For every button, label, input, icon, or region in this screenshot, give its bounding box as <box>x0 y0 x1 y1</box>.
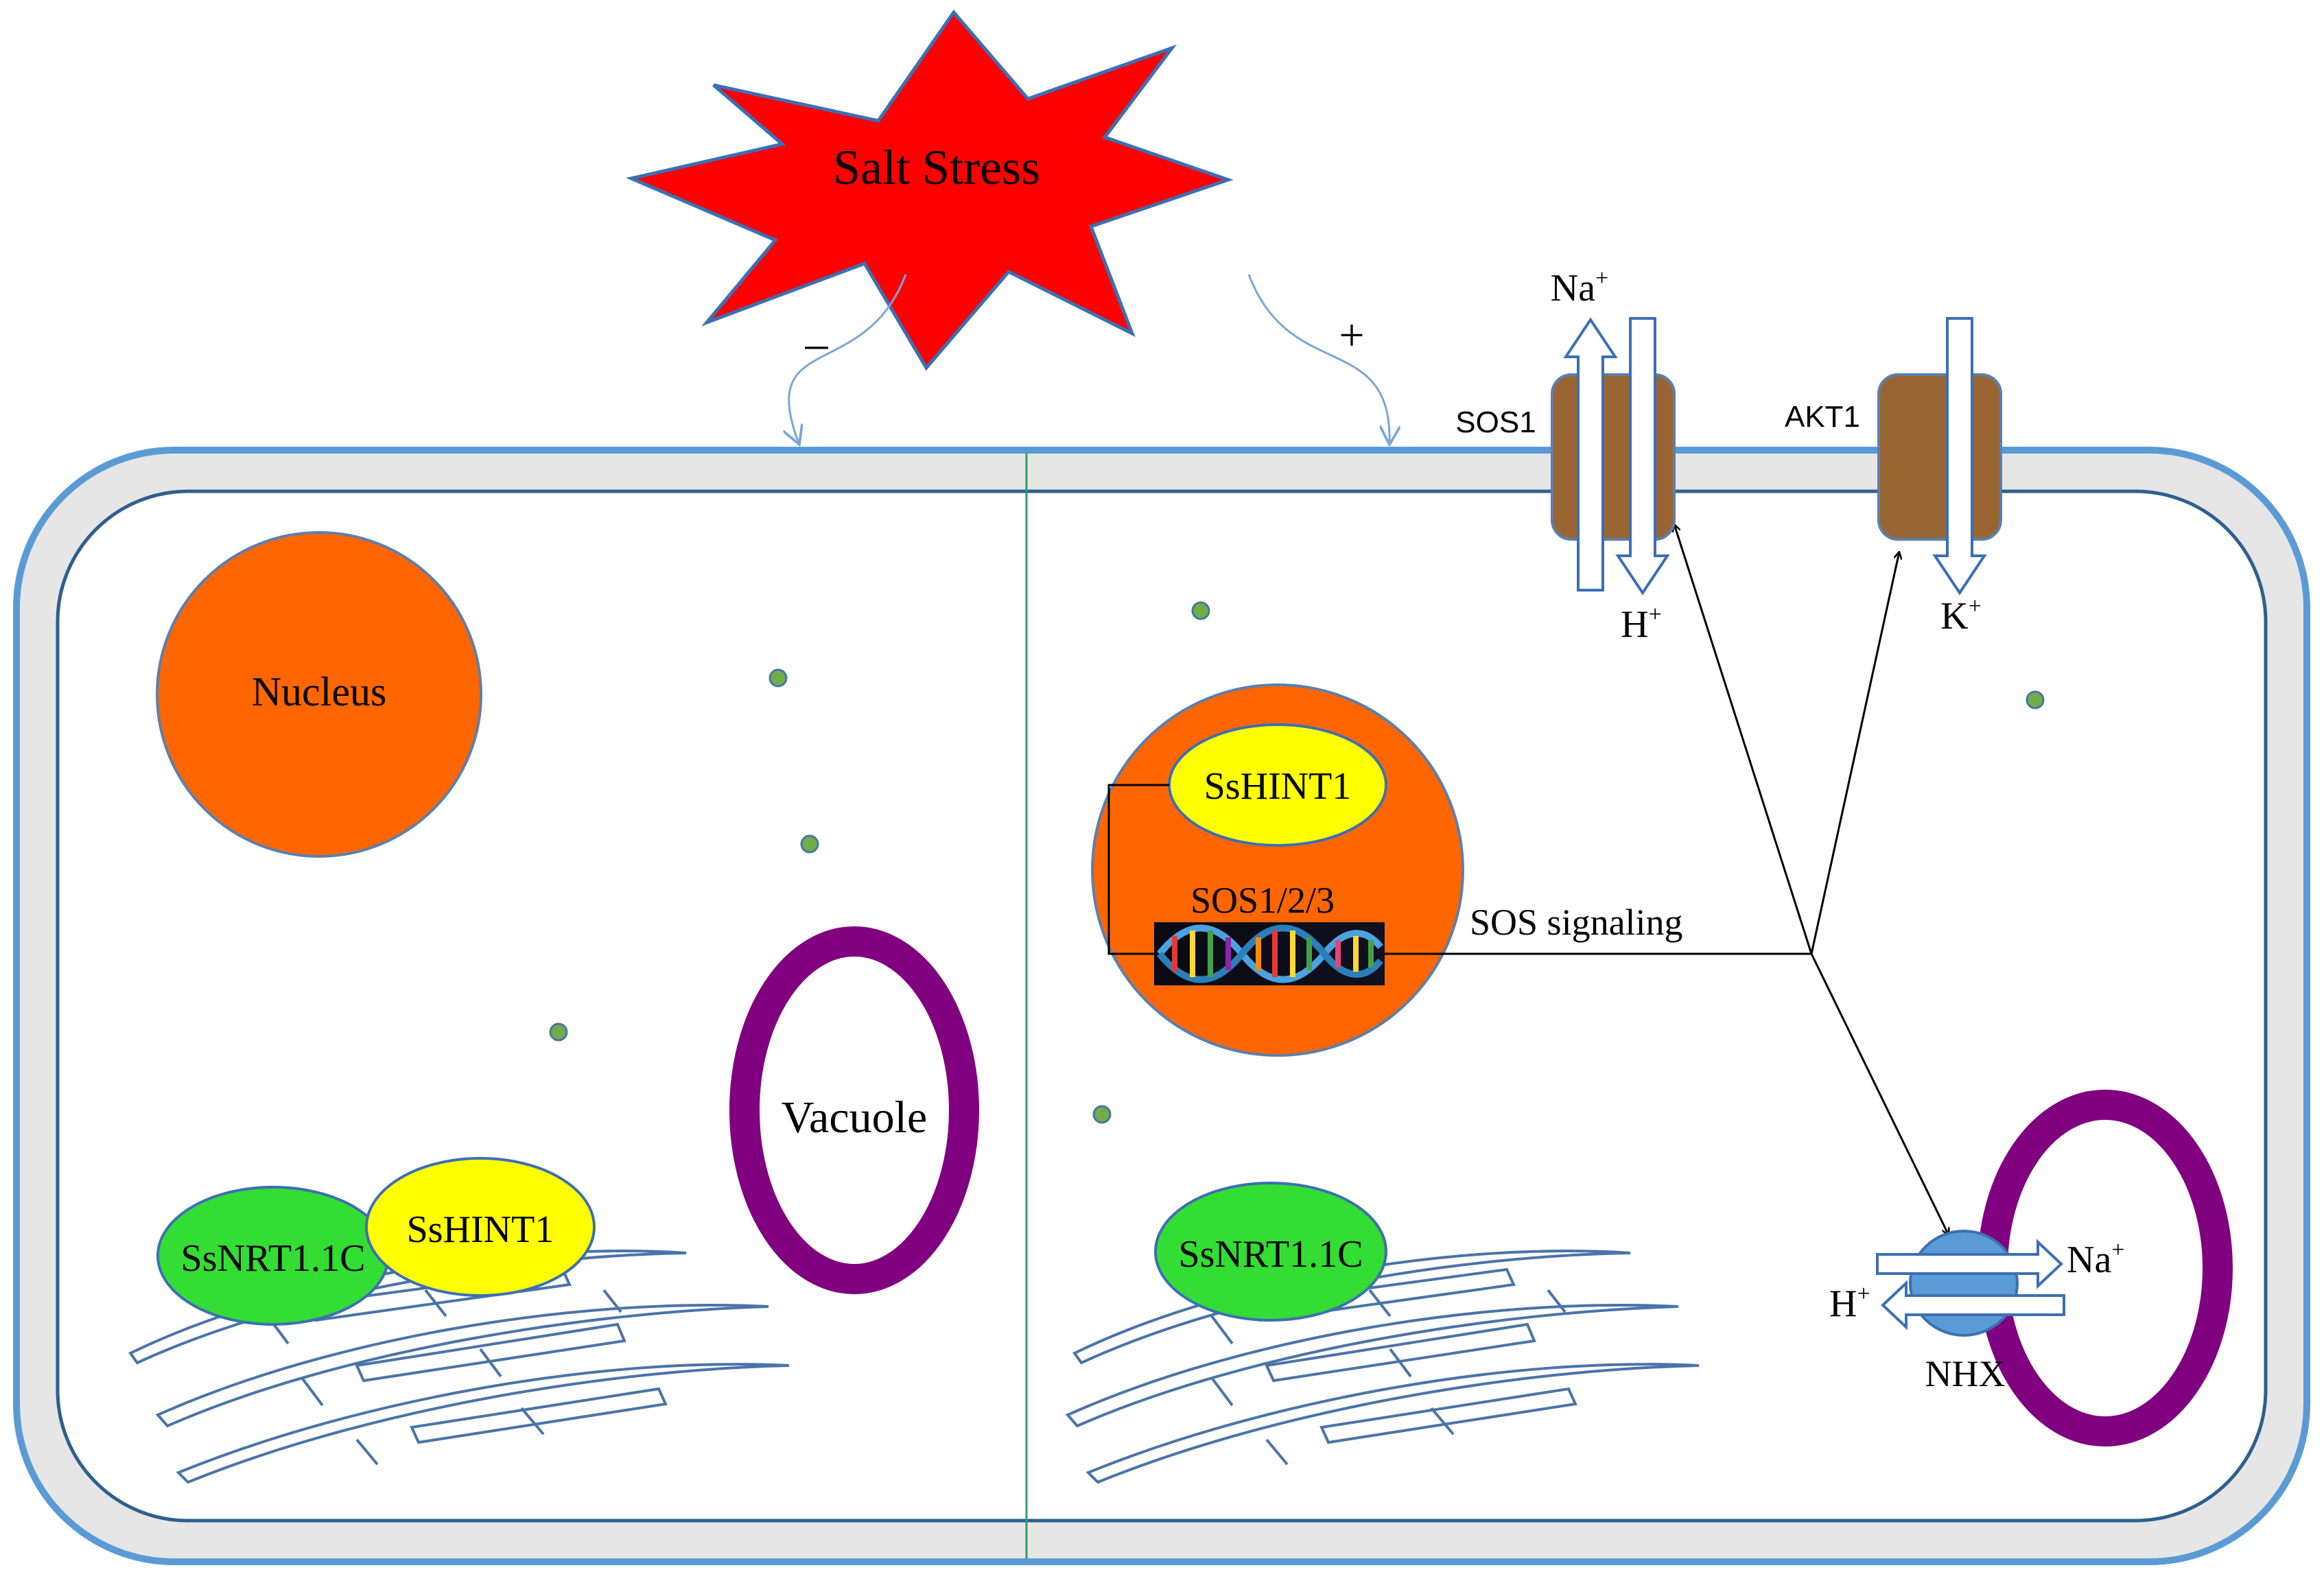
sos-signaling-label: SOS signaling <box>1470 902 1683 943</box>
stress-arrow-left <box>789 274 907 445</box>
sos1-label: SOS1 <box>1455 406 1536 439</box>
vesicle-dot <box>800 834 819 854</box>
sos1-h-label: H+ <box>1621 602 1662 646</box>
signal-arrow-to-akt1 <box>1810 552 1899 955</box>
vesicle-dot <box>549 1022 568 1042</box>
sos1-na-efflux-arrow <box>1563 317 1618 592</box>
akt1-channel <box>1877 373 2002 541</box>
akt1-k-influx-arrow <box>1932 317 1987 596</box>
nhx-h-label: H+ <box>1829 1281 1870 1325</box>
left-sshint-protein <box>365 1157 596 1297</box>
positive-sign: + <box>1339 310 1364 360</box>
vesicle-dots <box>549 601 2045 1124</box>
negative-sign: – <box>805 318 829 368</box>
vesicle-dot <box>1191 601 1210 620</box>
akt1-label: AKT1 <box>1785 400 1860 434</box>
left-vacuole-label: Vacuole <box>782 1092 928 1143</box>
akt1-k-label: K+ <box>1940 594 1982 637</box>
sos1-na-label: Na+ <box>1551 266 1608 309</box>
sos1-h-influx-arrow <box>1615 317 1670 596</box>
hint-binding-line <box>1107 784 1169 955</box>
nhx-antiporter <box>1909 1230 2019 1337</box>
right-ssnrt-protein <box>1154 1182 1387 1322</box>
left-sshint-label: SsHINT1 <box>407 1208 554 1251</box>
nhx-na-arrow <box>1876 1239 2063 1289</box>
left-nucleus <box>156 531 482 858</box>
left-nucleus-label: Nucleus <box>252 669 387 714</box>
signal-arrow-to-sos1 <box>1674 524 1813 955</box>
vesicle-dot <box>2026 690 2045 710</box>
vesicle-dot <box>768 668 788 688</box>
nhx-h-arrow <box>1881 1280 2065 1331</box>
left-ssnrt-label: SsNRT1.1C <box>181 1237 366 1280</box>
vesicle-dot <box>1092 1105 1112 1124</box>
stress-arrow-right <box>1247 274 1389 445</box>
left-vacuole <box>729 926 979 1294</box>
nhx-label: NHX <box>1925 1353 2006 1394</box>
salt-stress-burst <box>625 9 1234 371</box>
salt-stress-label: Salt Stress <box>833 140 1040 195</box>
signal-arrow-to-nhx <box>1810 953 1949 1235</box>
nhx-na-label: Na+ <box>2067 1237 2124 1281</box>
sos-genes-label: SOS1/2/3 <box>1190 880 1335 921</box>
right-sshint-label: SsHINT1 <box>1204 765 1352 808</box>
dna-icon <box>1154 922 1385 985</box>
right-ssnrt-label: SsNRT1.1C <box>1179 1233 1363 1276</box>
